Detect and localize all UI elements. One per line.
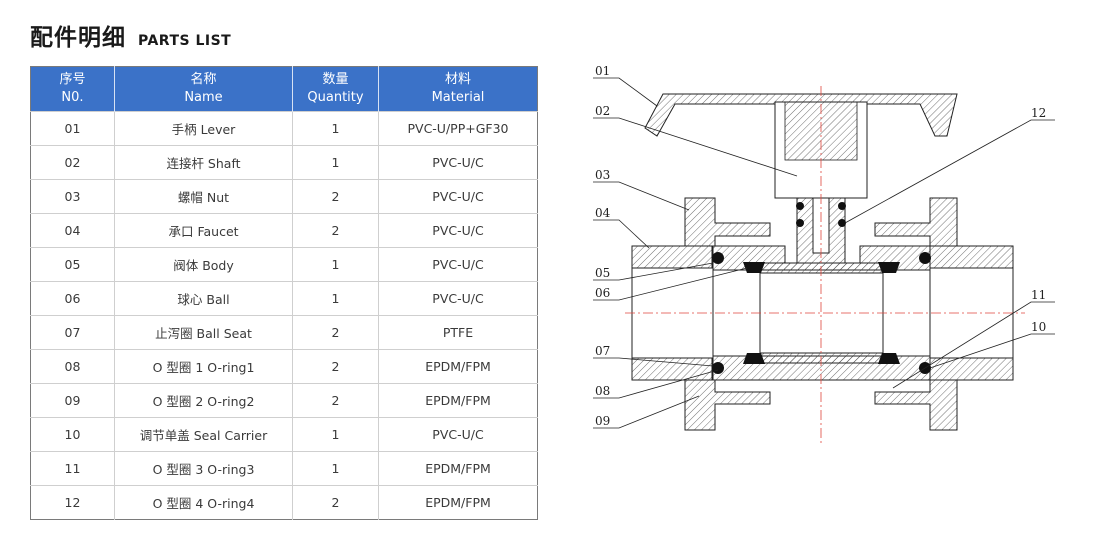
title-chinese: 配件明细 [30, 25, 126, 51]
label-04: 04 [595, 206, 611, 220]
title-english: PARTS LIST [138, 33, 232, 49]
lever [644, 93, 958, 199]
faucet-left [631, 245, 713, 381]
part-labels: 01 02 03 04 05 06 07 08 09 10 11 12 [595, 64, 1046, 428]
label-03: 03 [595, 168, 610, 182]
label-08: 08 [595, 384, 610, 398]
centerlines [625, 86, 1025, 443]
label-07: 07 [595, 344, 610, 358]
label-11: 11 [1031, 288, 1046, 302]
valve-cross-section-drawing: 01 02 03 04 05 06 07 08 09 10 11 12 [593, 64, 1055, 443]
label-05: 05 [595, 266, 610, 280]
label-09: 09 [595, 414, 610, 428]
page-title: 配件明细 PARTS LIST [30, 18, 231, 54]
ball-seats [743, 262, 900, 364]
label-12: 12 [1031, 106, 1046, 120]
leader-lines [593, 77, 1055, 429]
label-01: 01 [595, 64, 610, 78]
label-06: 06 [595, 286, 610, 300]
nut-right [874, 197, 958, 431]
label-02: 02 [595, 104, 610, 118]
nut-left [684, 197, 771, 431]
label-10: 10 [1031, 320, 1046, 334]
